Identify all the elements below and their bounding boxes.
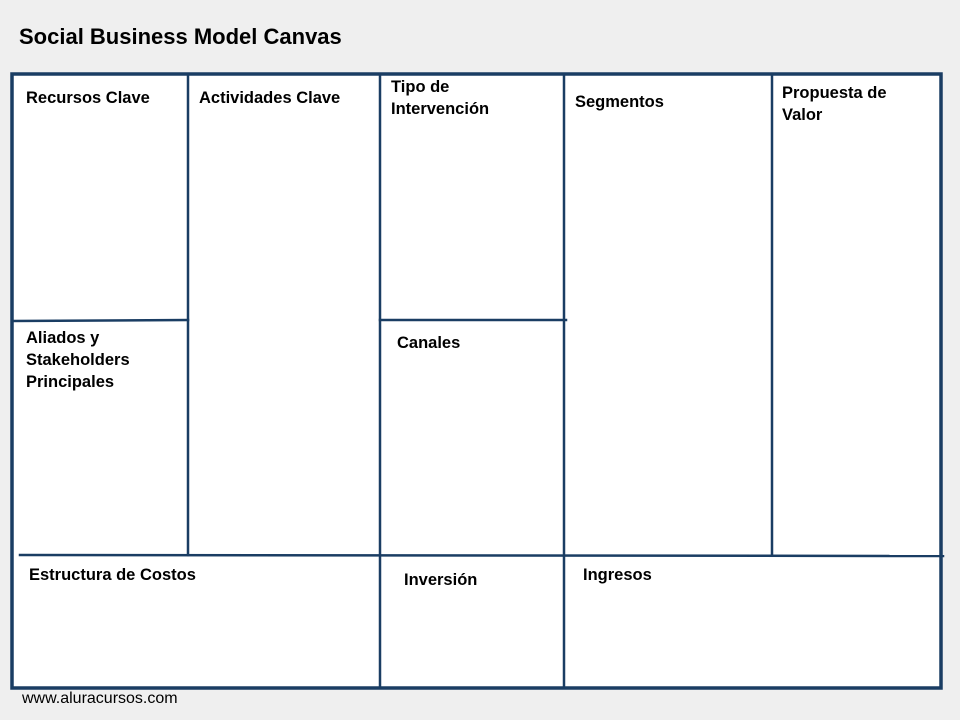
divider-upper-lower [18, 553, 945, 558]
aliados-stakeholders-label: Aliados y Stakeholders Principales [26, 327, 130, 393]
propuesta-valor-label: Propuesta de Valor [782, 82, 887, 126]
ingresos-label: Ingresos [583, 566, 652, 584]
estructura-costos-label: Estructura de Costos [29, 566, 196, 584]
page-title: Social Business Model Canvas [19, 24, 342, 49]
aliados-line-3: Principales [26, 373, 115, 391]
tipo-intervencion-line-2: Intervención [391, 100, 490, 118]
propuesta-valor-line-2: Valor [782, 106, 823, 124]
recursos-clave-label: Recursos Clave [26, 89, 150, 107]
canales-label: Canales [397, 334, 461, 352]
divider-recursos-aliados [10, 318, 190, 323]
propuesta-valor-line-1: Propuesta de [782, 84, 887, 102]
inversion-label: Inversión [404, 571, 478, 589]
canvas-background [12, 74, 941, 688]
aliados-line-2: Stakeholders [26, 351, 130, 369]
aliados-line-1: Aliados y [26, 329, 100, 347]
footer-url: www.aluracursos.com [22, 690, 178, 707]
tipo-intervencion-label: Tipo de Intervención [391, 76, 489, 120]
segmentos-label: Segmentos [575, 93, 664, 111]
tipo-intervencion-line-1: Tipo de [391, 78, 450, 96]
actividades-clave-label: Actividades Clave [199, 89, 341, 107]
canvas-outer-border [10, 72, 943, 690]
